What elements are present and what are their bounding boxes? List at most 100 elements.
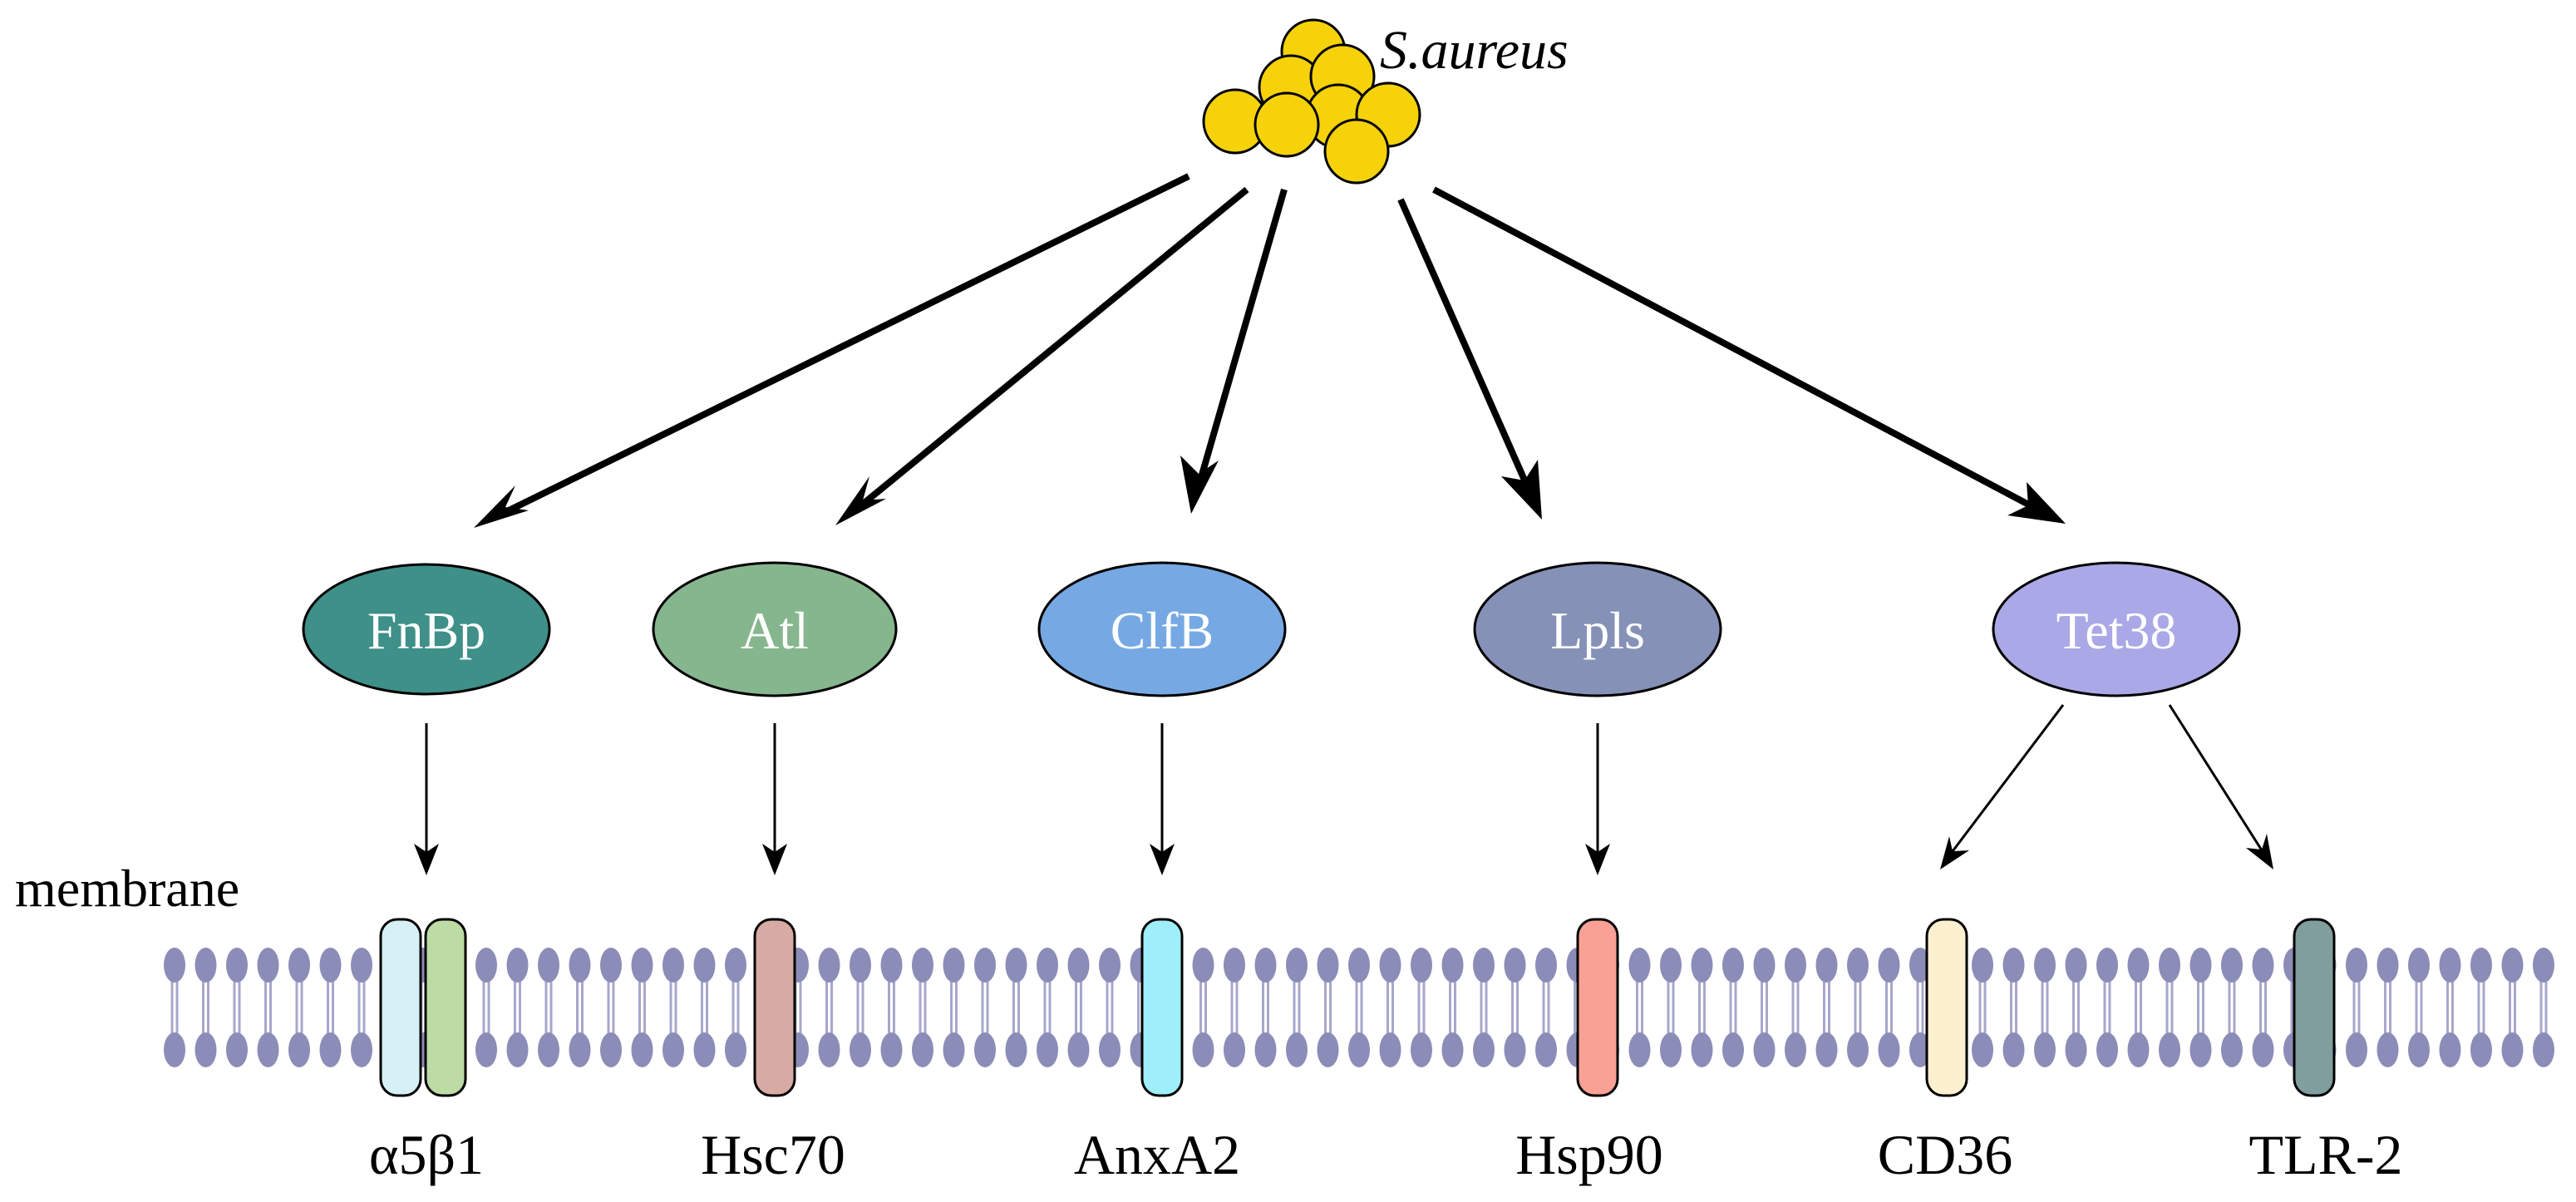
s-aureus-cluster (1202, 18, 1421, 185)
lipid-pair (288, 948, 310, 1067)
adhesin-clfb: ClfB (1037, 561, 1287, 697)
adhesin-atl-label: Atl (741, 601, 809, 660)
lipid-pair (1504, 948, 1526, 1067)
lipid-pair (226, 948, 248, 1067)
lipid-pair (912, 948, 933, 1067)
lipid-pair (2252, 948, 2274, 1067)
receptors (379, 918, 2336, 1097)
lipid-pair (1317, 948, 1339, 1067)
lipid-pair (2439, 948, 2461, 1067)
lipid-pair (506, 948, 529, 1067)
receptor-a5b1 (379, 918, 467, 1097)
s-aureus-cell (1323, 118, 1390, 185)
lipid-pair (2346, 948, 2367, 1067)
lipid-pair (1815, 948, 1838, 1067)
lipid-pair (974, 948, 996, 1067)
arrow-clfb-to-anxa2 (1150, 723, 1175, 875)
lipid-pair (1286, 948, 1308, 1067)
lipid-pair (1753, 948, 1776, 1067)
adhesin-clfb-shape (1037, 561, 1287, 697)
receptor-hsc70-label: Hsc70 (701, 1123, 845, 1186)
receptor-hsc70-shape (753, 918, 796, 1097)
lipid-pair (1785, 948, 1806, 1067)
lipid-pair (850, 948, 871, 1067)
s-aureus-label: S.aureus (1380, 20, 1569, 81)
lipid-pair (538, 948, 559, 1067)
s-aureus-cell (1254, 91, 1320, 158)
lipid-pair (2533, 948, 2554, 1067)
adhesin-atl-shape (652, 561, 898, 697)
lipid-pair (1067, 948, 1090, 1067)
lipid-pair (1535, 948, 1557, 1067)
lipid-pair (1722, 948, 1744, 1067)
adhesins: FnBp Atl ClfB Lpls Tet38 (302, 561, 2241, 697)
adhesin-lpls-shape (1473, 561, 1722, 697)
lipid-pair (351, 948, 372, 1067)
adhesin-fnbp: FnBp (302, 563, 551, 696)
lipid-pair (1660, 948, 1682, 1067)
lipid-pair (1972, 948, 1993, 1067)
membrane-bilayer (164, 948, 2554, 1067)
lipid-pair (880, 948, 903, 1067)
bacteria-to-adhesin-arrows (474, 173, 2066, 528)
lipid-pair (2470, 948, 2492, 1067)
membrane-label: membrane (15, 859, 239, 918)
lipid-pair (2127, 948, 2150, 1067)
lipid-pair (2096, 948, 2118, 1067)
adhesin-clfb-label: ClfB (1111, 601, 1214, 660)
lipid-pair (2189, 948, 2212, 1067)
receptor-labels: α5β1 Hsc70 AnxA2 Hsp90 CD36 TLR-2 (369, 1123, 2403, 1186)
lipid-pair (1473, 948, 1495, 1067)
arrow-tet38-to-cd36 (1940, 704, 2065, 869)
adhesin-to-receptor-arrows (414, 704, 2273, 875)
lipid-pair (2408, 948, 2430, 1067)
lipid-pair (2002, 948, 2025, 1067)
lipid-pair (1441, 948, 1464, 1067)
lipid-pair (2221, 948, 2243, 1067)
arrow-to-tet38 (1432, 186, 2066, 524)
arrow-to-fnbp (474, 173, 1190, 528)
lipid-pair (943, 948, 965, 1067)
lipid-pair (1878, 948, 1900, 1067)
lipid-pair (1037, 948, 1058, 1067)
lipid-pair (1411, 948, 1432, 1067)
lipid-pair (662, 948, 684, 1067)
lipid-pair (1192, 948, 1214, 1067)
receptor-a5b1-label: α5β1 (369, 1123, 484, 1186)
adhesin-fnbp-shape (302, 563, 551, 696)
lipid-pair (2034, 948, 2056, 1067)
receptor-hsp90-label: Hsp90 (1515, 1123, 1663, 1186)
lipid-pair (1691, 948, 1713, 1067)
lipid-pair (195, 948, 217, 1067)
adhesin-lpls-label: Lpls (1550, 601, 1645, 660)
arrow-to-lpls (1397, 198, 1542, 520)
lipid-pair (1254, 948, 1277, 1067)
receptor-cd36-shape (1925, 918, 1968, 1097)
lipid-pair (631, 948, 653, 1067)
receptor-tlr2-shape (2293, 918, 2336, 1097)
lipid-pair (2065, 948, 2087, 1067)
arrow-atl-to-hsc70 (762, 723, 787, 875)
adhesin-tet38-label: Tet38 (2056, 601, 2177, 660)
arrow-tet38-to-tlr2 (2168, 704, 2273, 869)
lipid-pair (475, 948, 497, 1067)
adhesin-fnbp-label: FnBp (367, 601, 485, 660)
receptor-tlr2-label: TLR-2 (2248, 1123, 2402, 1186)
lipid-pair (1379, 948, 1401, 1067)
lipid-pair (725, 948, 746, 1067)
lipid-pair (1005, 948, 1027, 1067)
receptor-anxa2-label: AnxA2 (1074, 1123, 1240, 1186)
lipid-pair (319, 948, 342, 1067)
arrow-fnbp-to-a5b1 (414, 723, 439, 875)
lipid-pair (1348, 948, 1370, 1067)
arrow-lpls-to-hsp90 (1585, 723, 1610, 875)
lipid-pair (2159, 948, 2180, 1067)
lipid-pair (1847, 948, 1869, 1067)
lipid-pair (1628, 948, 1651, 1067)
lipid-pair (2501, 948, 2524, 1067)
lipid-pair (693, 948, 716, 1067)
adhesin-atl: Atl (652, 561, 898, 697)
adhesin-tet38: Tet38 (1992, 561, 2241, 697)
receptor-hsp90-shape (1576, 918, 1619, 1097)
